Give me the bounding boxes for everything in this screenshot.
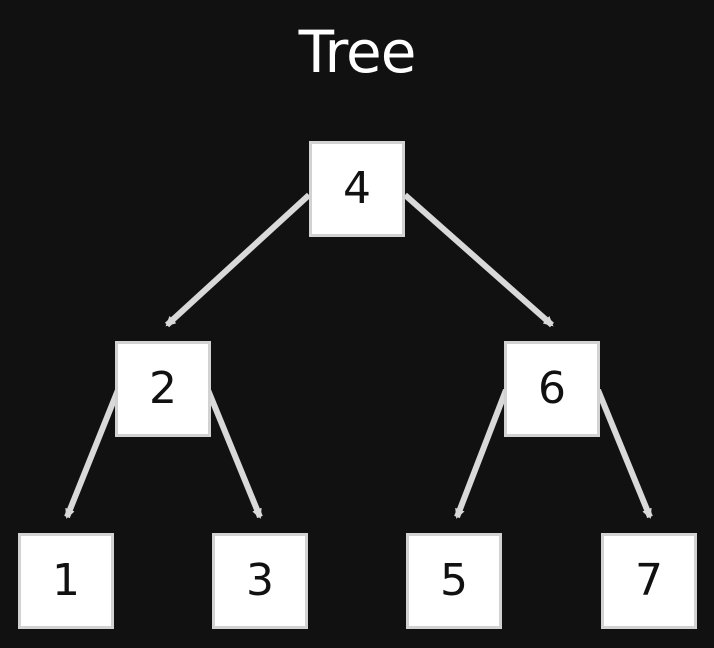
node-label: 2 bbox=[149, 363, 177, 414]
edge-6-to-7 bbox=[595, 388, 653, 519]
edge-4-to-2 bbox=[164, 192, 312, 328]
edge-2-to-1 bbox=[64, 388, 121, 519]
edge-6-to-5 bbox=[454, 388, 509, 519]
edge-4-to-6 bbox=[403, 192, 554, 328]
tree-node-7: 7 bbox=[601, 533, 697, 629]
tree-node-6: 6 bbox=[504, 341, 600, 437]
node-label: 5 bbox=[440, 555, 468, 606]
tree-node-5: 5 bbox=[406, 533, 502, 629]
diagram-title: Tree bbox=[298, 18, 417, 86]
node-label: 6 bbox=[538, 363, 566, 414]
node-label: 4 bbox=[343, 163, 371, 214]
node-label: 1 bbox=[52, 555, 80, 606]
node-label: 7 bbox=[635, 555, 663, 606]
tree-node-2: 2 bbox=[115, 341, 211, 437]
tree-node-1: 1 bbox=[18, 533, 114, 629]
edge-2-to-3 bbox=[205, 388, 263, 519]
tree-node-4: 4 bbox=[309, 141, 405, 237]
node-label: 3 bbox=[246, 555, 274, 606]
tree-node-3: 3 bbox=[212, 533, 308, 629]
